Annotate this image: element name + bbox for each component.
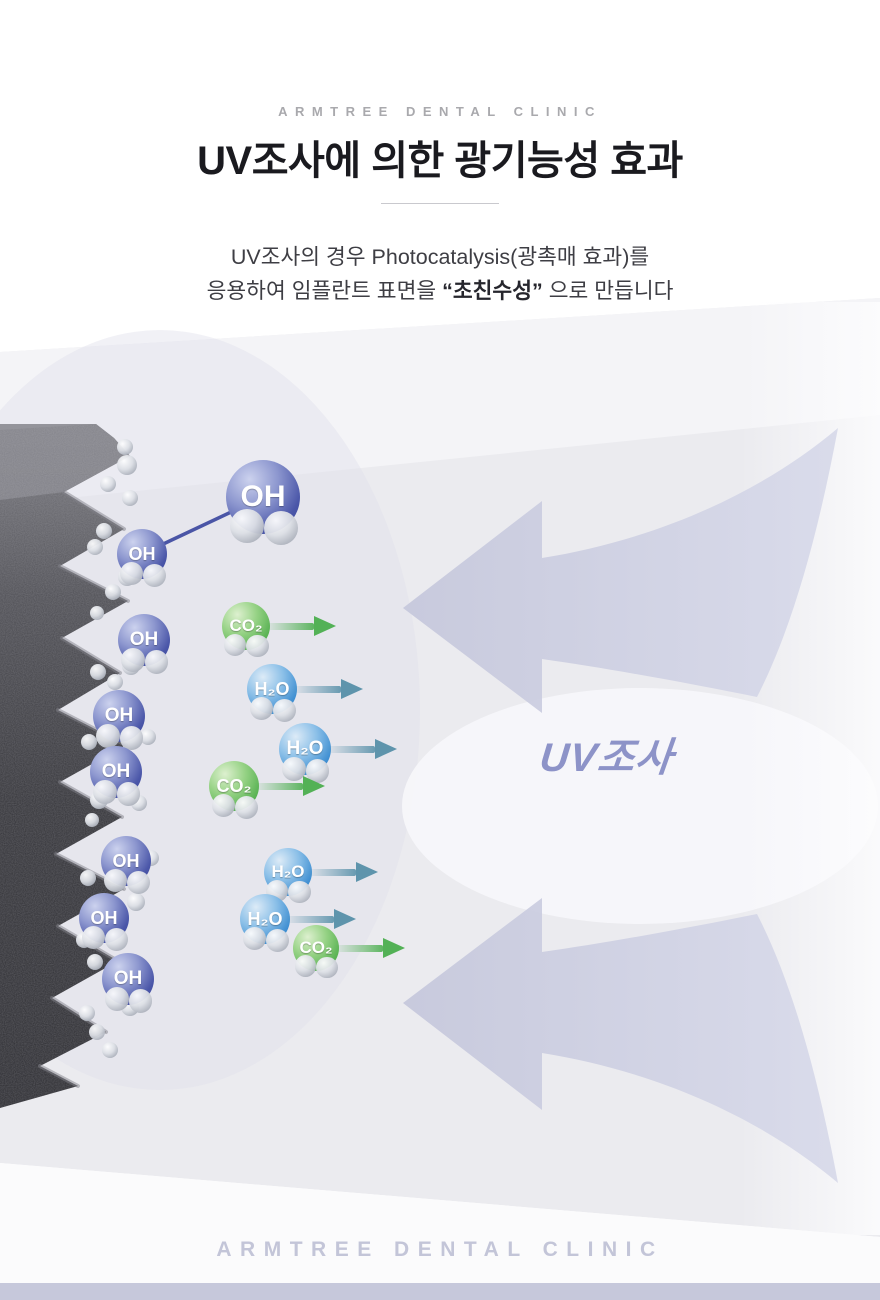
hydrogen-sub-sphere [229,508,264,543]
oh-molecule: OH [90,746,142,806]
uv-irradiation-label: UV조사 [537,736,676,780]
reaction-arrow-green [333,935,405,961]
hydrogen-sub-sphere [120,648,145,673]
subtitle-line1: UV조사의 경우 Photocatalysis(광촉매 효과)를 [230,245,650,269]
co2-molecule: CO₂ [293,925,339,978]
oh-molecule: OH [93,690,145,750]
clinic-brand-top: ARMTREE DENTAL CLINIC [278,104,602,119]
h2o-molecule: H₂O [247,664,297,722]
hydrogen-sub-sphere [103,869,127,892]
hydrogen-sub-sphere [211,794,235,817]
hydrogen-sub-sphere [92,780,117,805]
subtitle-line2-suffix: 으로 만듭니다 [542,279,674,303]
reaction-arrow-green [264,613,336,639]
hydrogen-sub-sphere [119,725,144,750]
co2-molecule: CO₂ [222,602,270,658]
reaction-arrow-teal [284,906,356,932]
hydrogen-sub-sphere [242,927,266,950]
diagonal-light-band [0,298,880,505]
page-title: UV조사에 의한 광기능성 효과 [197,139,683,183]
oh-molecule: OH [226,460,300,546]
hydrogen-sub-sphere [81,926,105,949]
hydrogen-sub-sphere [126,870,150,894]
h2o-molecule: H₂O [264,848,312,904]
hydrogen-sub-sphere [224,633,247,656]
hydrogen-sub-sphere [144,649,169,674]
subtitle-keyword: “초친수성” [442,279,543,303]
footer-white-band [0,1163,880,1300]
reaction-arrow-teal [325,736,397,762]
subtitle-line2-prefix: 응용하여 임플란트 표면을 [206,279,443,303]
hydrogen-sub-sphere [263,511,298,546]
hydrogen-sub-sphere [265,928,289,952]
hydrogen-sub-sphere [272,698,296,722]
hydrogen-sub-sphere [234,795,258,819]
uv-arrow-top [403,428,838,713]
oh-molecule: OH [102,953,154,1013]
hydrogen-sub-sphere [116,781,141,806]
hydrogen-sub-sphere [104,927,128,951]
hydrogen-sub-sphere [316,956,338,978]
hydrogen-sub-sphere [95,724,120,749]
subtitle: UV조사의 경우 Photocatalysis(광촉매 효과)를 응용하여 임플… [0,240,880,308]
oh-molecule: OH [79,893,129,951]
reaction-arrow-teal [291,676,363,702]
clinic-brand-bottom: ARMTREE DENTAL CLINIC [216,1238,664,1261]
reaction-arrow-green [253,773,325,799]
hydrogen-sub-sphere [281,757,306,782]
hydrogen-sub-sphere [249,697,273,720]
oh-molecule: OH [117,529,167,587]
oh-molecule: OH [118,614,170,674]
h2o-molecule: H₂O [240,894,290,952]
oh-molecule: OH [101,836,151,894]
co2-molecule: CO₂ [209,761,259,819]
uv-arrow-bottom [403,898,838,1183]
hydrogen-sub-sphere [128,988,153,1013]
hydrogen-sub-sphere [288,881,311,904]
hydrogen-sub-sphere [142,563,166,587]
title-divider [381,203,499,204]
h2o-molecule: H₂O [279,723,331,783]
hydrogen-sub-sphere [295,955,317,977]
hydrogen-sub-sphere [119,562,143,585]
reaction-arrow-teal [306,859,378,885]
hydrogen-sub-sphere [246,635,269,658]
bottom-accent-bar [0,1283,880,1300]
hydrogen-sub-sphere [104,987,129,1012]
